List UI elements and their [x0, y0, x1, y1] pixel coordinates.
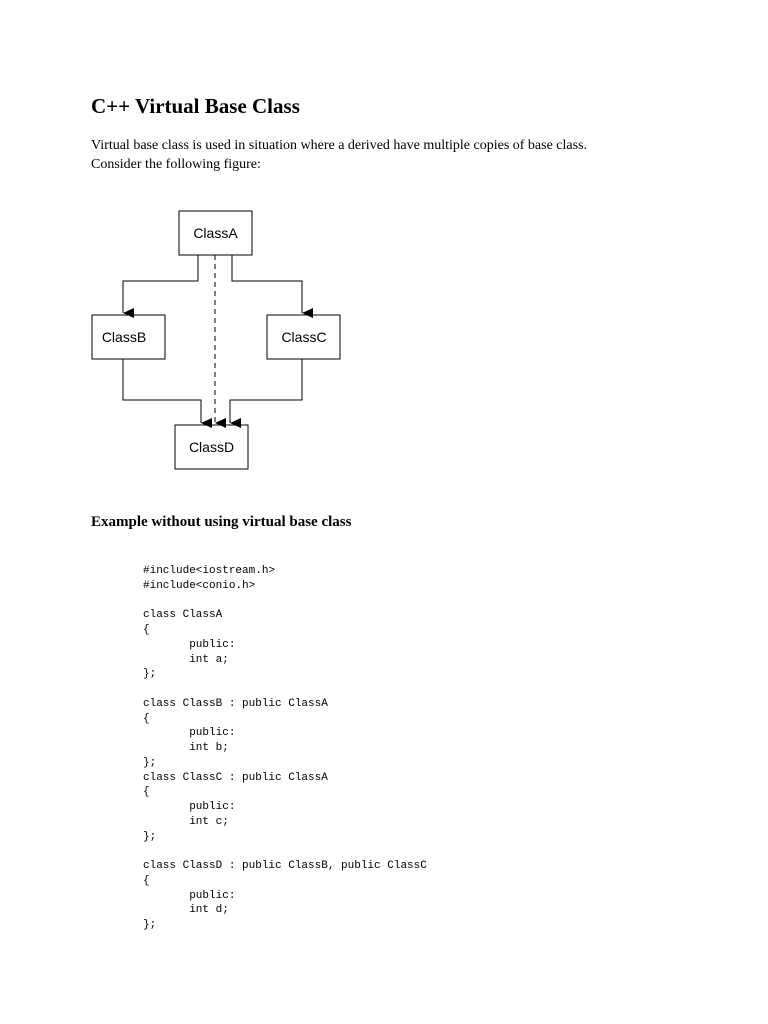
edge-c-to-d	[229, 359, 303, 428]
code-line	[143, 682, 427, 697]
code-line: };	[143, 668, 157, 681]
code-line: {	[143, 786, 150, 799]
node-class-a: ClassA	[178, 210, 253, 256]
code-line: {	[143, 624, 150, 636]
code-line: public:	[143, 638, 236, 651]
code-line: public:	[143, 727, 236, 740]
edge-a-to-c	[231, 255, 313, 318]
code-line: #include<conio.h>	[143, 579, 256, 592]
code-line: int c;	[143, 815, 229, 828]
code-line: #include<iostream.h>	[143, 565, 276, 577]
code-line: };	[143, 756, 157, 769]
code-line: class ClassA	[143, 609, 223, 622]
node-class-d-label: ClassD	[189, 439, 234, 455]
code-line: class ClassC : public ClassA	[143, 771, 328, 784]
intro-line-1: Virtual base class is used in situation …	[91, 138, 588, 153]
node-class-b: ClassB	[91, 314, 166, 360]
code-line: public:	[143, 889, 236, 902]
code-line	[143, 844, 427, 859]
code-line: {	[143, 874, 150, 887]
edge-a-to-b	[122, 255, 199, 318]
code-line	[143, 594, 427, 609]
intro-line-2: Consider the following figure:	[91, 156, 261, 172]
code-line: public:	[143, 801, 236, 813]
code-line: };	[143, 919, 157, 931]
node-class-c: ClassC	[266, 314, 341, 360]
code-block: #include<iostream.h> #include<conio.h> cla…	[143, 564, 427, 933]
node-class-d: ClassD	[174, 424, 249, 470]
code-line: class ClassB : public ClassA	[143, 697, 328, 710]
edge-b-to-d	[122, 359, 212, 428]
code-line: int d;	[143, 904, 229, 917]
code-line: };	[143, 830, 157, 843]
intro-paragraph: Virtual base class is used in situation …	[91, 137, 691, 174]
section-heading: Example without using virtual base class	[91, 514, 352, 530]
node-class-c-label: ClassC	[281, 329, 326, 345]
page-title: C++ Virtual Base Class	[91, 94, 300, 118]
node-class-b-label: ClassB	[102, 329, 146, 345]
code-line: int b;	[143, 742, 229, 754]
code-line: class ClassD : public ClassB, public Cla…	[143, 860, 427, 872]
node-class-a-label: ClassA	[193, 225, 238, 241]
inheritance-diagram: ClassA ClassB ClassC ClassD	[91, 210, 341, 470]
code-line: {	[143, 712, 150, 725]
code-line: int a;	[143, 653, 229, 666]
